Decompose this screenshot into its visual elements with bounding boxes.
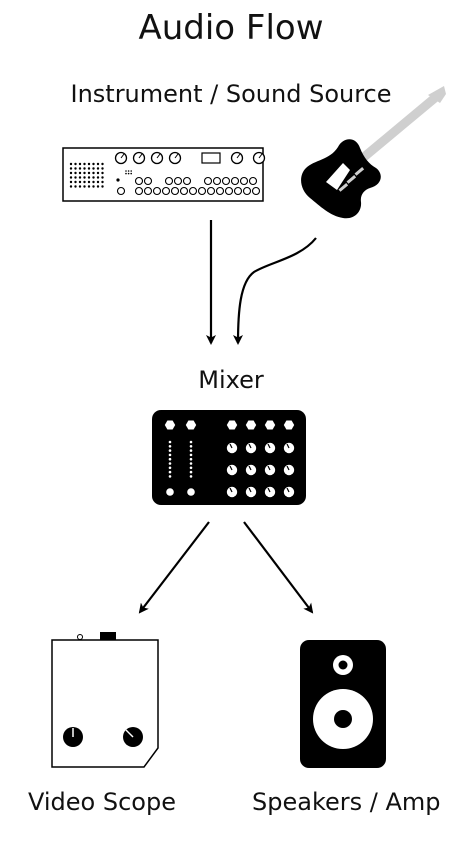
video-scope-icon (51, 632, 159, 768)
arrow-mixer-to-scope (138, 521, 210, 614)
video-scope-label: Video Scope (28, 788, 176, 816)
signal-arrows (138, 220, 317, 614)
arrow-mixer-to-speakers (243, 521, 314, 614)
speakers-amp-label: Speakers / Amp (252, 788, 441, 816)
synthesizer-icon (62, 147, 266, 202)
electric-guitar-icon (301, 86, 446, 219)
sources-label: Instrument / Sound Source (70, 80, 392, 108)
mixer-icon (152, 410, 306, 505)
speaker-icon (300, 640, 386, 768)
diagram-title: Audio Flow (138, 8, 324, 48)
mixer-label: Mixer (198, 366, 264, 394)
arrow-guitar-to-mixer (233, 237, 317, 345)
